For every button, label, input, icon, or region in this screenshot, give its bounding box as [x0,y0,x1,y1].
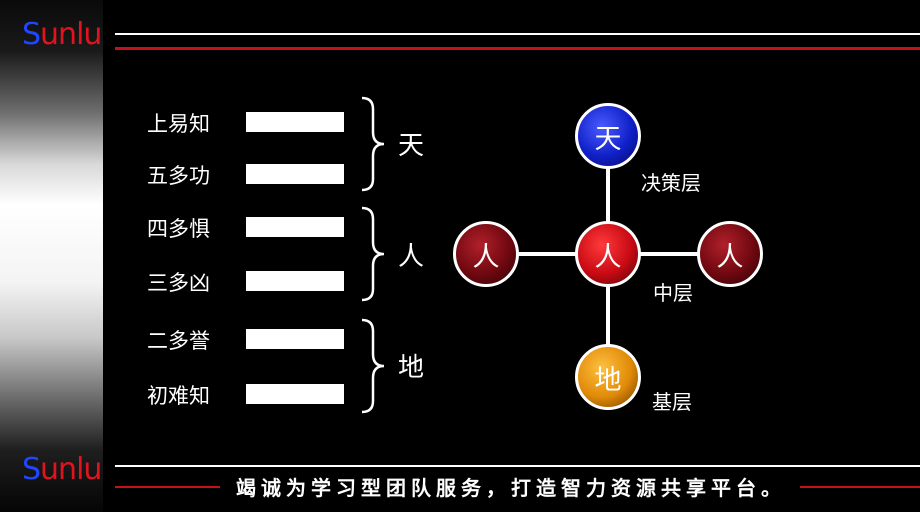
footer-logo: Sunlu [22,452,102,487]
group-label-earth: 地 [398,353,425,383]
yao-bar [246,329,344,349]
group-label-heaven: 天 [398,131,425,161]
header-line-bottom [115,47,920,50]
node-human-left: 人 [453,221,519,287]
node-earth: 地 [575,344,641,410]
item-label: 二多誉 [147,329,210,353]
side-gradient-strip [0,0,103,512]
caption-middle-layer: 中层 [653,281,693,305]
brace-heaven [361,96,385,192]
header-logo: Sunlu [22,17,102,52]
footer-line-right [800,486,920,488]
header-line-top [115,33,920,35]
caption-decision-layer: 决策层 [641,171,701,195]
yao-bar [246,164,344,184]
item-label: 上易知 [147,112,210,136]
yao-bar [246,112,344,132]
brace-human [361,206,385,302]
item-label: 五多功 [147,164,210,188]
footer-slogan: 竭诚为学习型团队服务，打造智力资源共享平台。 [236,476,786,500]
node-human-right: 人 [697,221,763,287]
brace-earth [361,318,385,414]
node-heaven: 天 [575,103,641,169]
item-label: 四多惧 [147,217,210,241]
yao-bar [246,217,344,237]
item-label: 三多凶 [147,271,210,295]
node-human-center: 人 [575,221,641,287]
footer-line-top [115,465,920,467]
group-label-human: 人 [398,242,425,272]
caption-base-layer: 基层 [652,390,692,414]
footer-line-left [115,486,220,488]
yao-bar [246,384,344,404]
item-label: 初难知 [147,384,210,408]
yao-bar [246,271,344,291]
